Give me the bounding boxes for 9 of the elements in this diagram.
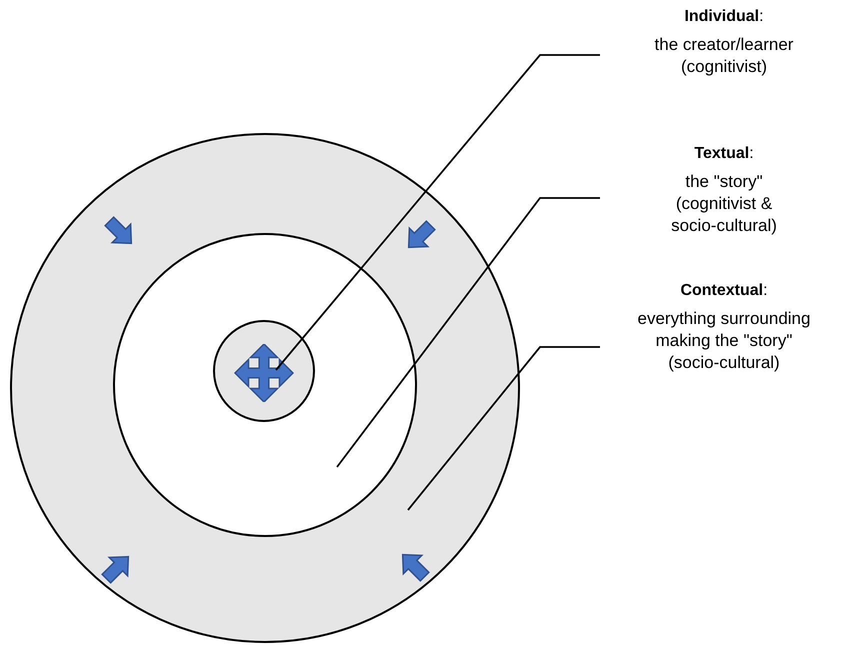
- heading: Textual:: [694, 145, 754, 163]
- heading: Individual:: [684, 8, 764, 26]
- leader-line: [275, 54, 600, 371]
- description-text: everything surrounding making the "story" (socio-cultural): [636, 308, 812, 374]
- leader-line: [336, 197, 600, 468]
- description-text: the creator/learner (cognitivist): [654, 34, 794, 78]
- heading: Contextual:: [680, 282, 768, 300]
- leader-line: [407, 346, 600, 511]
- description-text: the "story" (cognitivist & socio-cultural): [670, 171, 778, 237]
